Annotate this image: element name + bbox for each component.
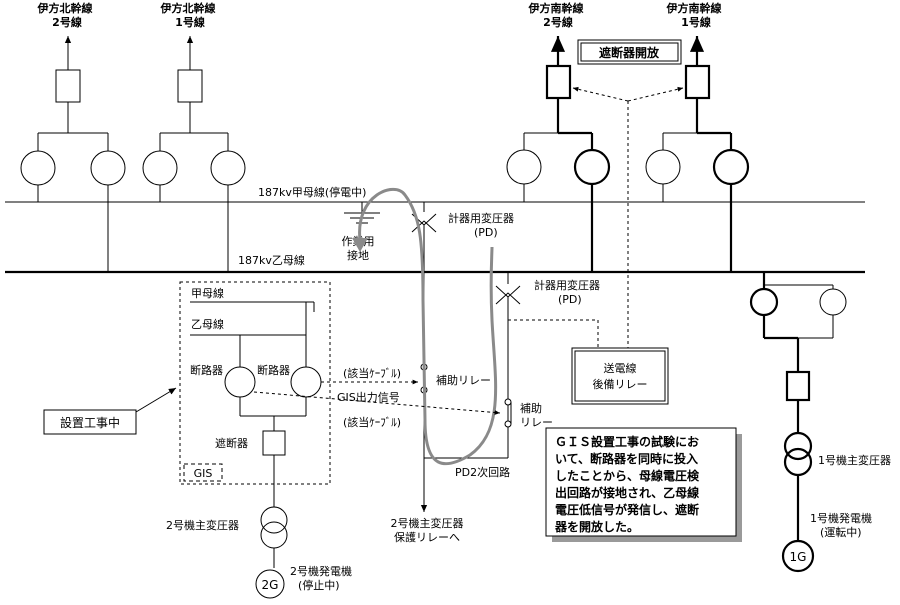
breaker-open-callout: 遮断器開放 [572, 39, 684, 348]
feeder-north-1: 伊方北幹線 1号線 [142, 1, 246, 272]
north1-number: 1号線 [175, 15, 205, 29]
breaker-north1 [177, 69, 203, 103]
breaker-open-label: 遮断器開放 [599, 45, 660, 60]
feeder-south-1: 伊方南幹線 1号線 [645, 1, 750, 272]
south2-name: 伊方南幹線 [528, 1, 584, 15]
feeder-north-2: 伊方北幹線 2号線 [20, 1, 126, 272]
disconnector-north2-b [90, 150, 126, 186]
gis-enclosure: 甲母線 乙母線 断路器 断路器 遮断器 GIS [179, 281, 331, 510]
cable-label-2: (該当ｹｰﾌﾞﾙ) [343, 415, 401, 429]
gis-output-signals: (該当ｹｰﾌﾞﾙ) GIS出力信号 (該当ｹｰﾌﾞﾙ) [253, 366, 501, 429]
unit1-breaker [785, 370, 811, 402]
aux-relay-1: 補助リレー [420, 363, 491, 394]
note-line-1: ＧＩＳ設置工事の試験にお [555, 434, 699, 449]
bus-a-label: 187kv甲母線(停電中) [258, 185, 366, 199]
unit1-generator-label-1: 1号機発電機 [810, 511, 872, 525]
breaker-south1 [684, 64, 711, 100]
gis-tag: GIS [194, 467, 213, 480]
north1-name: 伊方北幹線 [160, 1, 216, 15]
pd-upper: 計器用変圧器 (PD) [411, 202, 514, 510]
disconnector-north2-a [20, 150, 56, 186]
unit1-generator-symbol: 1G [790, 550, 807, 564]
fault-current-path [358, 187, 498, 466]
pd-lower: 計器用変圧器 (PD) [495, 272, 600, 458]
to-protection-2: 保護リレーへ [394, 530, 460, 544]
to-protection-1: 2号機主変圧器 [391, 516, 464, 530]
unit1-transformer-label: 1号機主変圧器 [818, 453, 891, 467]
breaker-south2 [545, 64, 572, 100]
unit1-generator [781, 539, 815, 573]
bus-b-label: 187kv乙母線 [238, 253, 305, 267]
unit1-disconnector-b [819, 288, 847, 316]
unit2-generator [255, 569, 285, 599]
breaker-north2 [55, 69, 81, 103]
pd-upper-label-2: (PD) [474, 226, 498, 239]
gis-signal-label: GIS出力信号 [337, 390, 400, 404]
disconnector-south2-a [506, 149, 542, 185]
explanation-note: ＧＩＳ設置工事の試験にお いて、断路器を同時に投入 したことから、母線電圧検 出… [545, 427, 742, 542]
backup-relay-label-2: 後備リレー [593, 377, 648, 391]
unit2-transformer-label: 2号機主変圧器 [166, 518, 239, 532]
unit1-disconnector-a [749, 287, 779, 317]
pd2-circuit-label: PD2次回路 [455, 465, 510, 479]
unit2-generator-symbol: 2G [262, 578, 279, 592]
disconnector-south2-b [573, 148, 611, 186]
construction-label: 設置工事中 [60, 415, 120, 430]
south1-name: 伊方南幹線 [666, 1, 722, 15]
gis-breaker [262, 430, 286, 456]
pd-lower-label-2: (PD) [558, 293, 582, 306]
gis-breaker-label: 遮断器 [215, 436, 248, 450]
work-ground-label-2: 接地 [347, 249, 369, 262]
disconnector-north1-b [210, 150, 246, 186]
note-line-4: 出回路が接地され、乙母線 [555, 485, 699, 500]
north2-name: 伊方北幹線 [37, 1, 93, 15]
backup-relay: 送電線 後備リレー [571, 347, 669, 405]
note-line-5: 電圧低信号が発信し、遮断 [555, 502, 699, 517]
pd-upper-label-1: 計器用変圧器 [448, 211, 514, 225]
unit2: 2号機主変圧器 2G 2号機発電機 (停止中) [166, 506, 352, 599]
south2-number: 2号線 [543, 15, 573, 29]
gis-bus-a-label: 甲母線 [191, 286, 224, 300]
note-line-6: 器を開放した。 [554, 519, 639, 534]
fault-path-arrowhead [352, 238, 368, 252]
north2-number: 2号線 [52, 15, 82, 29]
gis-bus-b-label: 乙母線 [191, 317, 224, 331]
disconnector-south1-a [645, 149, 681, 185]
construction-callout: 設置工事中 [43, 387, 177, 435]
gis-disconnector-left-label: 断路器 [190, 363, 223, 377]
disconnector-north1-a [142, 150, 178, 186]
unit2-transformer-top [260, 506, 288, 534]
note-line-3: したことから、母線電圧検 [555, 468, 700, 483]
gis-disconnector-left [224, 366, 256, 398]
south1-number: 1号線 [681, 15, 711, 29]
aux-relay2-label-2: リレー [520, 416, 553, 429]
unit1: 1号機主変圧器 1G 1号機発電機 (運転中) [749, 272, 891, 573]
disconnector-south1-b [712, 148, 750, 186]
pd-lower-label-1: 計器用変圧器 [534, 278, 600, 292]
unit1-transformer-top [783, 431, 813, 461]
unit2-generator-label-1: 2号機発電機 [290, 564, 352, 578]
unit2-generator-label-2: (停止中) [298, 578, 340, 592]
gis-disconnector-right [290, 366, 322, 398]
gis-disconnector-right-label: 断路器 [257, 363, 290, 377]
aux-relay1-label: 補助リレー [436, 373, 491, 387]
pd2-circuit: PD2次回路 2号機主変圧器 保護リレーへ [391, 457, 510, 544]
aux-relay-2: 補助 リレー [504, 398, 553, 429]
unit1-generator-label-2: (運転中) [820, 526, 862, 539]
aux-relay2-label-1: 補助 [520, 401, 542, 415]
cable-label-1: (該当ｹｰﾌﾞﾙ) [343, 366, 401, 380]
note-line-2: いて、断路器を同時に投入 [555, 451, 698, 466]
feeder-south-2: 伊方南幹線 2号線 [506, 1, 611, 272]
backup-relay-label-1: 送電線 [604, 361, 637, 375]
